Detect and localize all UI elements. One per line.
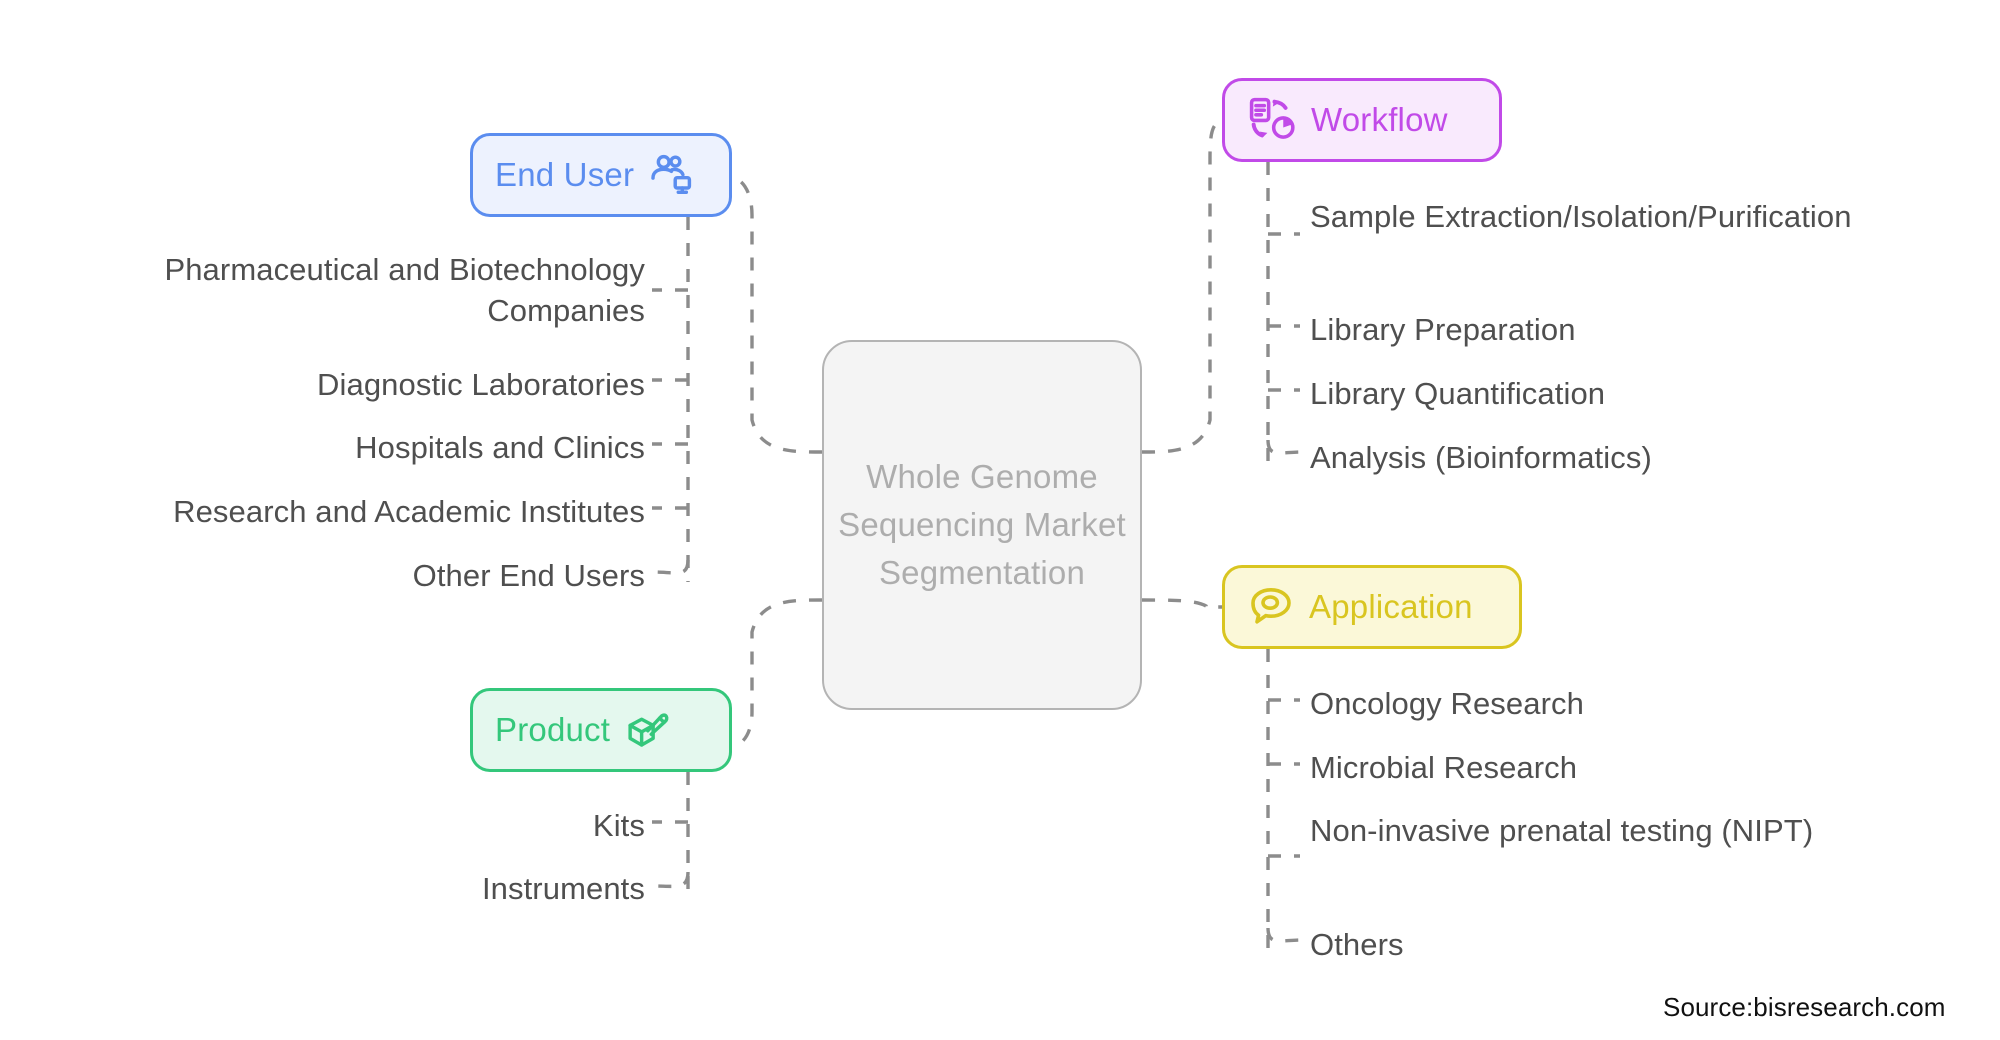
leaf-application-3: Others [1310,927,1404,962]
leaf-workflow-3: Analysis (Bioinformatics) [1310,440,1652,475]
leaf-end-user-2: Hospitals and Clinics [355,430,645,465]
branch-label-end-user: End User [495,156,635,193]
center-node[interactable]: Whole Genome Sequencing Market Segmentat… [822,340,1142,710]
leaf-application-2: Non-invasive prenatal testing (NIPT) [1310,813,1814,848]
connector-center-product [731,598,823,748]
leaf-end-user-1: Diagnostic Laboratories [317,367,645,402]
users-monitor-icon [648,152,694,198]
branch-label-product: Product [495,711,611,748]
connector-center-application [1141,598,1222,609]
box-pen-icon [624,707,670,753]
center-node-label: Whole Genome Sequencing Market Segmentat… [838,457,1126,592]
stub-workflow-3 [1266,439,1303,455]
leaf-application-1: Microbial Research [1310,750,1578,785]
source-attribution: Source:bisresearch.com [1663,992,1946,1022]
leaf-product-0: Kits [592,808,645,843]
leaf-end-user-3: Research and Academic Institutes [173,494,645,529]
branch-node-application[interactable]: Application [1222,565,1522,649]
stub-enduser-4 [651,559,690,575]
branch-node-workflow[interactable]: Workflow [1222,78,1502,162]
speech-bubble-icon [1247,583,1295,631]
branch-node-product[interactable]: Product [470,688,732,772]
connector-center-enduser [731,176,823,454]
branch-label-workflow: Workflow [1311,101,1448,138]
leaf-end-user-4: Other End Users [412,558,645,593]
leaf-workflow-0: Sample Extraction/Isolation/Purification [1310,199,1852,234]
stub-application-3 [1266,927,1303,943]
branch-node-end-user[interactable]: End User [470,133,732,217]
leaf-product-1: Instruments [481,871,645,906]
branch-label-application: Application [1309,588,1473,625]
leaf-workflow-1: Library Preparation [1310,312,1576,347]
leaf-end-user-0: Pharmaceutical and Biotechnology Compani… [164,252,645,328]
connector-center-workflow [1141,120,1223,454]
stub-product-1 [651,871,690,889]
leaf-workflow-2: Library Quantification [1310,376,1606,411]
leaf-application-0: Oncology Research [1310,686,1584,721]
document-chart-cycle-icon [1247,95,1297,145]
